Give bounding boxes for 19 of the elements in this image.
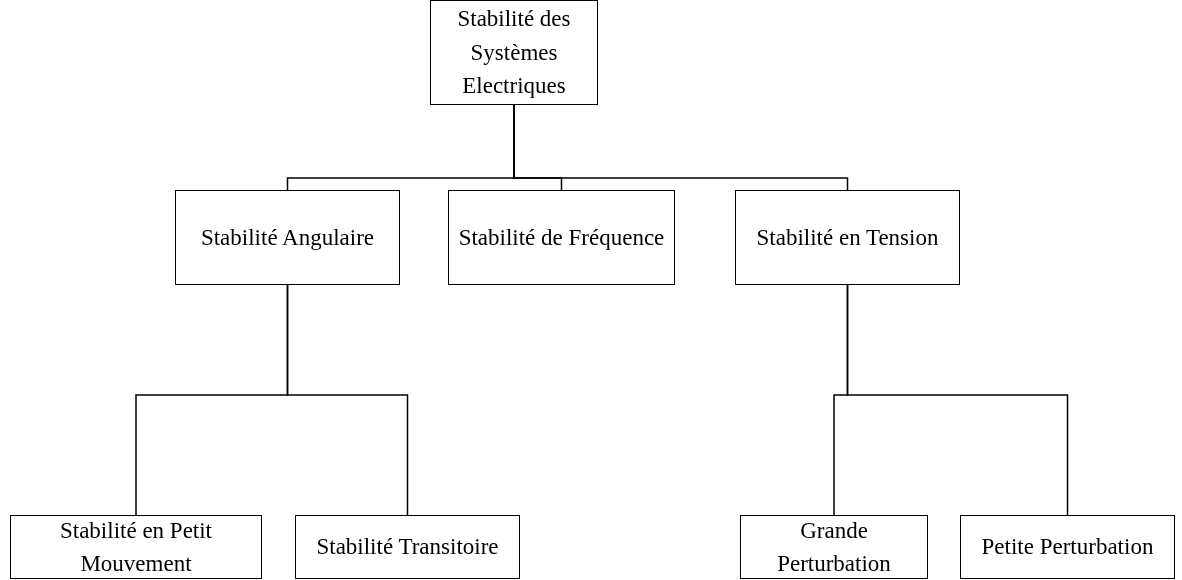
process-box xyxy=(430,0,598,105)
connector-line xyxy=(846,284,1069,516)
box-label: Stabilité en Petit Mouvement xyxy=(58,516,213,578)
process-box xyxy=(295,515,520,579)
process-box xyxy=(448,190,675,285)
box-label: Petite Perturbation xyxy=(981,533,1154,562)
box-label: Grande Perturbation xyxy=(776,516,892,578)
box-label: Stabilité de Fréquence xyxy=(458,223,665,252)
process-box xyxy=(740,515,928,579)
box-label: Stabilité Angulaire xyxy=(200,223,375,252)
box-label: Stabilité des Systèmes Electriques xyxy=(456,5,572,101)
process-box xyxy=(960,515,1175,579)
process-box xyxy=(175,190,400,285)
box-label: Stabilité en Tension xyxy=(756,223,939,252)
connector-line xyxy=(513,104,849,191)
connector-line xyxy=(286,284,409,516)
process-box xyxy=(735,190,960,285)
process-box xyxy=(10,515,262,579)
box-label: Stabilité Transitoire xyxy=(316,533,499,562)
